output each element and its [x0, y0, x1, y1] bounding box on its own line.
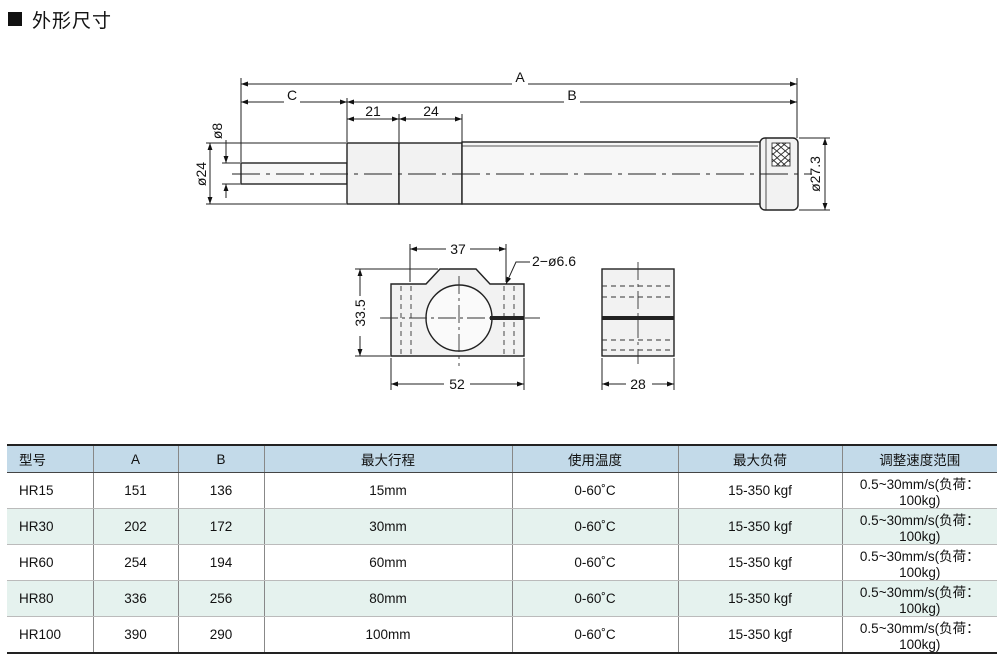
cell-speed: 0.5~30mm/s(负荷：100kg)	[841, 472, 997, 509]
cell-a: 202	[92, 508, 178, 545]
dim-a-label: A	[515, 69, 525, 85]
cell-load: 15-350 kgf	[677, 616, 842, 654]
col-header: B	[177, 444, 264, 473]
cell-temperature: 0-60˚C	[511, 472, 678, 509]
cell-load: 15-350 kgf	[677, 580, 842, 617]
cell-b: 194	[177, 544, 264, 581]
section-title: 外形尺寸	[32, 9, 113, 32]
cell-b: 256	[177, 580, 264, 617]
col-header: 调整速度范围	[841, 444, 997, 473]
slot-mark	[490, 316, 524, 320]
cell-speed: 0.5~30mm/s(负荷：100kg)	[841, 616, 997, 654]
dim-b-label: B	[567, 87, 576, 103]
section-heading: 外形尺寸	[8, 6, 112, 32]
cell-model: HR100	[7, 616, 93, 654]
cell-temperature: 0-60˚C	[511, 508, 678, 545]
cell-model: HR15	[7, 472, 93, 509]
dim-33-5-label: 33.5	[352, 299, 368, 326]
cell-a: 254	[92, 544, 178, 581]
cell-stroke: 15mm	[263, 472, 512, 509]
col-header: 使用温度	[511, 444, 678, 473]
cell-a: 151	[92, 472, 178, 509]
cylinder-tube	[461, 141, 767, 205]
front-view-labels: 37 2−ø6.6 33.5 52	[352, 240, 576, 392]
cell-model: HR30	[7, 508, 93, 545]
cell-stroke: 60mm	[263, 544, 512, 581]
cell-a: 336	[92, 580, 178, 617]
dia-27-3-label: ø27.3	[807, 156, 823, 192]
cell-load: 15-350 kgf	[677, 472, 842, 509]
dim-37-label: 37	[450, 241, 466, 257]
table-row: HR80 336 256 80mm 0-60˚C 15-350 kgf 0.5~…	[7, 580, 997, 617]
cell-load: 15-350 kgf	[677, 544, 842, 581]
square-bullet-icon	[8, 12, 22, 26]
mount-side-slot	[602, 316, 674, 320]
col-header: 最大行程	[263, 444, 512, 473]
cell-a: 390	[92, 616, 178, 654]
cell-speed: 0.5~30mm/s(负荷：100kg)	[841, 544, 997, 581]
dim-52-label: 52	[449, 376, 465, 392]
cell-temperature: 0-60˚C	[511, 580, 678, 617]
table-row: HR30 202 172 30mm 0-60˚C 15-350 kgf 0.5~…	[7, 508, 997, 545]
dia-24-label: ø24	[193, 162, 209, 186]
hole-note-label: 2−ø6.6	[532, 253, 576, 269]
mount-side-hidden-lines	[602, 262, 674, 364]
col-header: A	[92, 444, 178, 473]
table-header-row: 型号 A B 最大行程 使用温度 最大负荷 调整速度范围	[7, 444, 997, 473]
damper-side-view	[240, 137, 799, 211]
dim-28-label: 28	[630, 376, 646, 392]
cell-stroke: 100mm	[263, 616, 512, 654]
cell-b: 172	[177, 508, 264, 545]
cell-stroke: 80mm	[263, 580, 512, 617]
col-header: 最大负荷	[677, 444, 842, 473]
cell-model: HR80	[7, 580, 93, 617]
knurl-icon	[771, 142, 791, 167]
cell-stroke: 30mm	[263, 508, 512, 545]
cell-load: 15-350 kgf	[677, 508, 842, 545]
table-row: HR100 390 290 100mm 0-60˚C 15-350 kgf 0.…	[7, 616, 997, 654]
cell-temperature: 0-60˚C	[511, 616, 678, 654]
table-row: HR60 254 194 60mm 0-60˚C 15-350 kgf 0.5~…	[7, 544, 997, 581]
cell-b: 290	[177, 616, 264, 654]
cell-temperature: 0-60˚C	[511, 544, 678, 581]
spec-table: 型号 A B 最大行程 使用温度 最大负荷 调整速度范围 HR15 151 13…	[7, 444, 997, 654]
cell-speed: 0.5~30mm/s(负荷：100kg)	[841, 508, 997, 545]
dimension-drawing: A C B 21 24 ø8 ø24 ø27.3	[193, 69, 830, 392]
side-view-labels: A C B 21 24 ø8 ø24 ø27.3	[193, 69, 823, 192]
col-header: 型号	[7, 444, 93, 473]
cell-speed: 0.5~30mm/s(负荷：100kg)	[841, 580, 997, 617]
dia-8-label: ø8	[209, 123, 225, 140]
cell-b: 136	[177, 472, 264, 509]
table-row: HR15 151 136 15mm 0-60˚C 15-350 kgf 0.5~…	[7, 472, 997, 509]
dim-21-label: 21	[365, 103, 381, 119]
dim-c-label: C	[287, 87, 297, 103]
cell-model: HR60	[7, 544, 93, 581]
dim-24-label: 24	[423, 103, 439, 119]
